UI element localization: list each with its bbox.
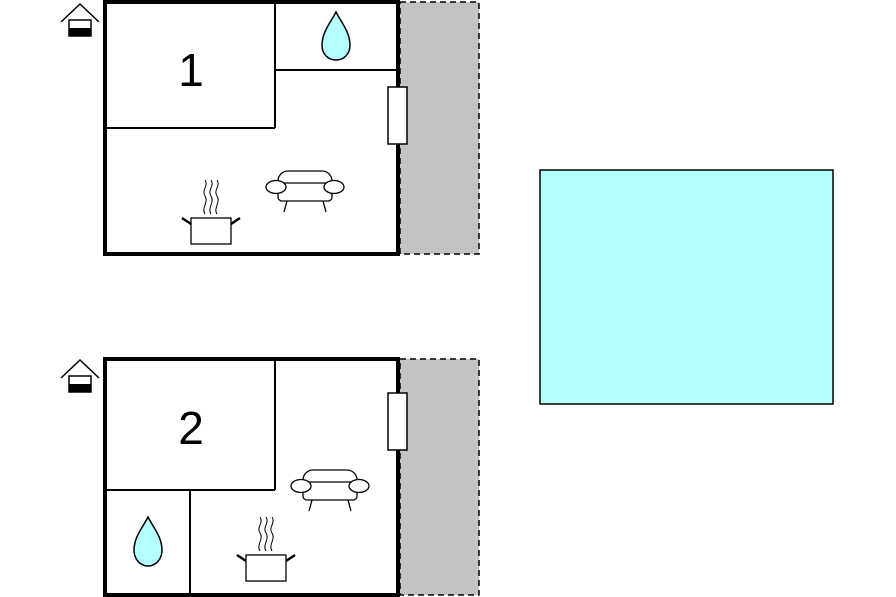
water-drop-icon	[133, 515, 163, 567]
window-icon	[387, 86, 408, 145]
cooking-pot-icon	[181, 179, 241, 245]
room-number-2: 2	[178, 402, 204, 454]
house-level-icon	[60, 2, 100, 37]
house-level-icon	[60, 358, 100, 393]
sofa-icon	[265, 170, 345, 213]
water-drop-icon	[321, 10, 351, 61]
floor-2: 2	[60, 357, 480, 597]
window-icon	[387, 392, 408, 451]
cooking-pot-icon	[236, 516, 296, 582]
sofa-icon	[290, 469, 370, 512]
pool	[539, 169, 834, 405]
terrace-2	[399, 358, 480, 596]
floor-1: 1	[60, 0, 480, 256]
terrace-1	[399, 1, 480, 255]
room-number-1: 1	[178, 44, 204, 96]
